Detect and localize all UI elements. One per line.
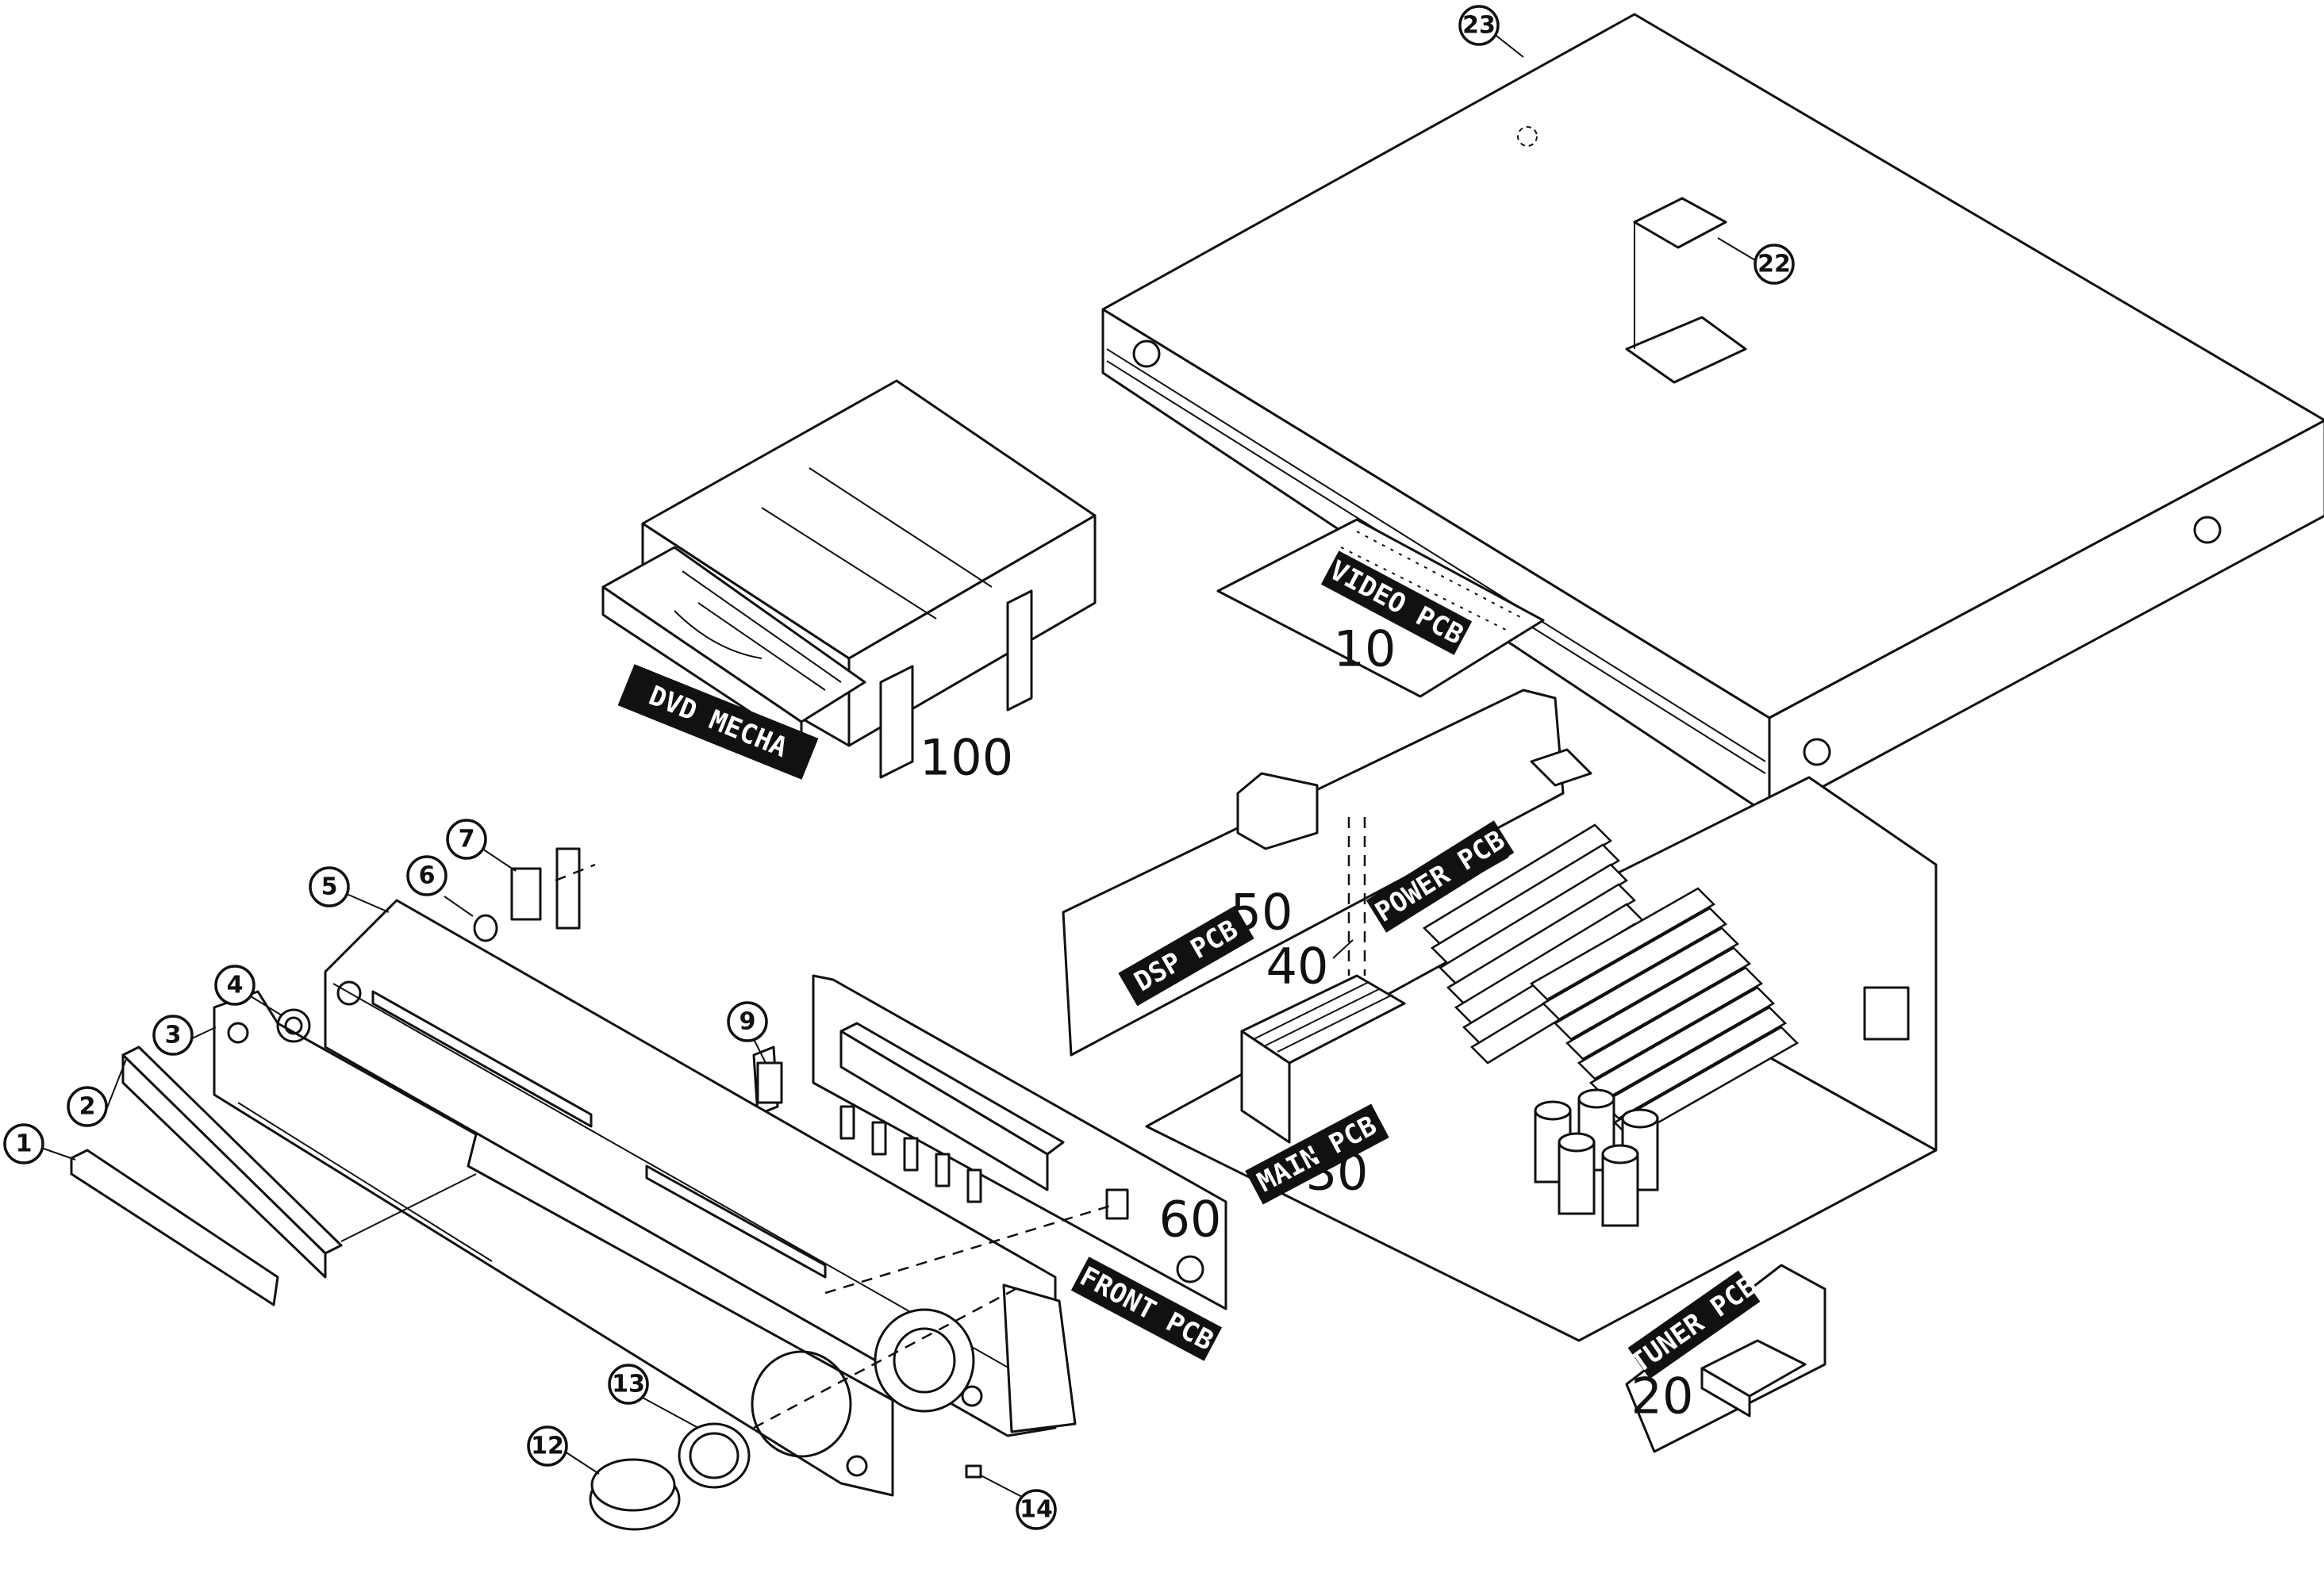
- knob-icon: [1176, 1255, 1204, 1283]
- callout-23: 23: [1458, 5, 1524, 58]
- svg-text:23: 23: [1462, 12, 1496, 40]
- svg-text:9: 9: [739, 1008, 756, 1036]
- front-buttons: [839, 1105, 982, 1203]
- svg-text:6: 6: [419, 862, 436, 890]
- main-heatsink: [1240, 974, 1406, 1144]
- ref-100: 100: [920, 729, 1013, 787]
- svg-text:12: 12: [531, 1433, 564, 1460]
- alignment-lines: [237, 863, 1112, 1429]
- led-6: [444, 896, 498, 942]
- capacitor-group: [1534, 1088, 1659, 1227]
- svg-text:1: 1: [16, 1130, 33, 1158]
- knob-12: [589, 1458, 681, 1531]
- callout-7: 7: [446, 819, 517, 872]
- capacitor: [1558, 1132, 1596, 1215]
- power-heatsink-right: [1529, 887, 1800, 1140]
- svg-text:7: 7: [459, 826, 475, 854]
- callout-6: 6: [406, 855, 448, 896]
- callout-4: 4: [214, 965, 282, 1016]
- ref-40-leader: [1332, 939, 1354, 959]
- svg-text:2: 2: [79, 1093, 96, 1121]
- callout-1: 1: [3, 1123, 76, 1164]
- callout-5: 5: [309, 866, 390, 913]
- capacitor: [1601, 1144, 1639, 1227]
- svg-text:3: 3: [165, 1022, 182, 1049]
- ref-30: 30: [1306, 1144, 1369, 1202]
- callout-12: 12: [527, 1425, 600, 1475]
- ref-10: 10: [1334, 620, 1396, 678]
- switch-7: [510, 847, 581, 930]
- front-panel: [324, 899, 1077, 1437]
- ref-40: 40: [1266, 938, 1329, 996]
- ring-13: [678, 1422, 751, 1489]
- callout-13: 13: [608, 1364, 699, 1429]
- lens-strip-1: [70, 1149, 279, 1306]
- lens-strip-2: [121, 1045, 343, 1279]
- tuner-pcb: [1625, 1264, 1827, 1453]
- ref-50: 50: [1231, 884, 1293, 942]
- svg-text:13: 13: [612, 1371, 645, 1398]
- ref-20: 20: [1631, 1368, 1694, 1425]
- front-pcb: [752, 974, 1227, 1310]
- ref-60: 60: [1159, 1191, 1222, 1249]
- screw-hole: [336, 980, 362, 1006]
- callout-2: 2: [67, 1057, 128, 1127]
- transformer-block: [1863, 986, 1910, 1041]
- callout-22: 22: [1717, 237, 1795, 285]
- callout-9: 9: [727, 1001, 768, 1064]
- top-cover: [1101, 13, 2324, 817]
- svg-text:14: 14: [1020, 1496, 1053, 1524]
- dvd-mechanism: [601, 379, 1097, 779]
- front-knob-shaft: [1105, 1188, 1129, 1220]
- callout-3: 3: [152, 1015, 217, 1056]
- connector-9: [756, 1061, 783, 1104]
- main-volume-ring: [874, 1308, 975, 1413]
- callout-14: 14: [980, 1475, 1057, 1530]
- svg-text:5: 5: [321, 873, 338, 901]
- clip-14: [965, 1464, 982, 1479]
- window-4: [276, 1008, 311, 1043]
- svg-text:22: 22: [1757, 251, 1791, 278]
- svg-text:4: 4: [227, 972, 244, 999]
